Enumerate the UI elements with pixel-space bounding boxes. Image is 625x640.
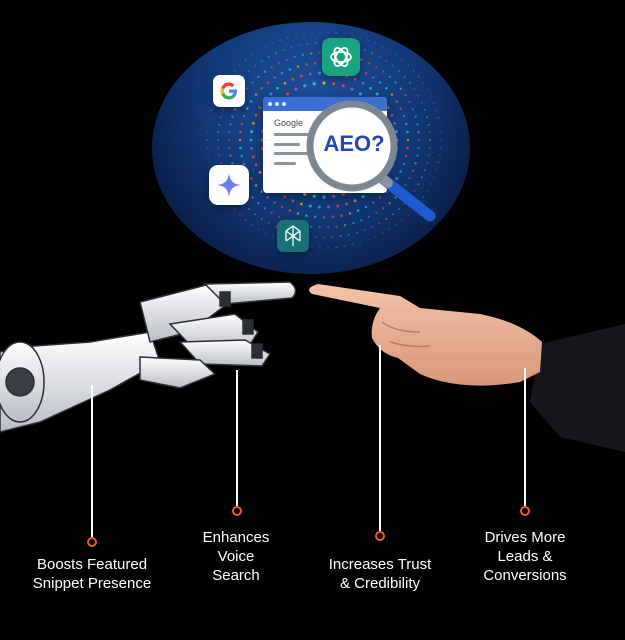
robot-hand (0, 281, 297, 433)
robot-and-human-hands-illustration (0, 281, 625, 452)
aeo-hero-oval (152, 22, 470, 274)
connector-line-3 (379, 345, 381, 531)
dotted-rings-graphic (206, 31, 442, 249)
connector-line-4 (524, 368, 526, 506)
human-hand (309, 284, 625, 452)
gemini-icon (209, 165, 249, 205)
connector-dot-4 (520, 506, 530, 516)
browser-search-title: Google (274, 118, 304, 128)
connector-line-1 (91, 385, 93, 537)
google-icon (213, 75, 245, 107)
benefit-label-voice-search: Enhances Voice Search (202, 529, 270, 584)
benefit-label-snippet: Boosts Featured Snippet Presence (32, 556, 152, 592)
chatgpt-icon (322, 38, 360, 76)
aeo-question-text: AEO? (323, 131, 385, 156)
perplexity-icon (277, 220, 309, 252)
connector-dot-2 (232, 506, 242, 516)
benefit-label-trust: Increases Trust & Credibility (328, 556, 432, 592)
connector-line-2 (236, 370, 238, 506)
connector-dot-3 (375, 531, 385, 541)
connector-dot-1 (87, 537, 97, 547)
benefit-label-conversions: Drives More Leads & Conversions (483, 529, 567, 584)
magnifier-icon (306, 100, 436, 222)
